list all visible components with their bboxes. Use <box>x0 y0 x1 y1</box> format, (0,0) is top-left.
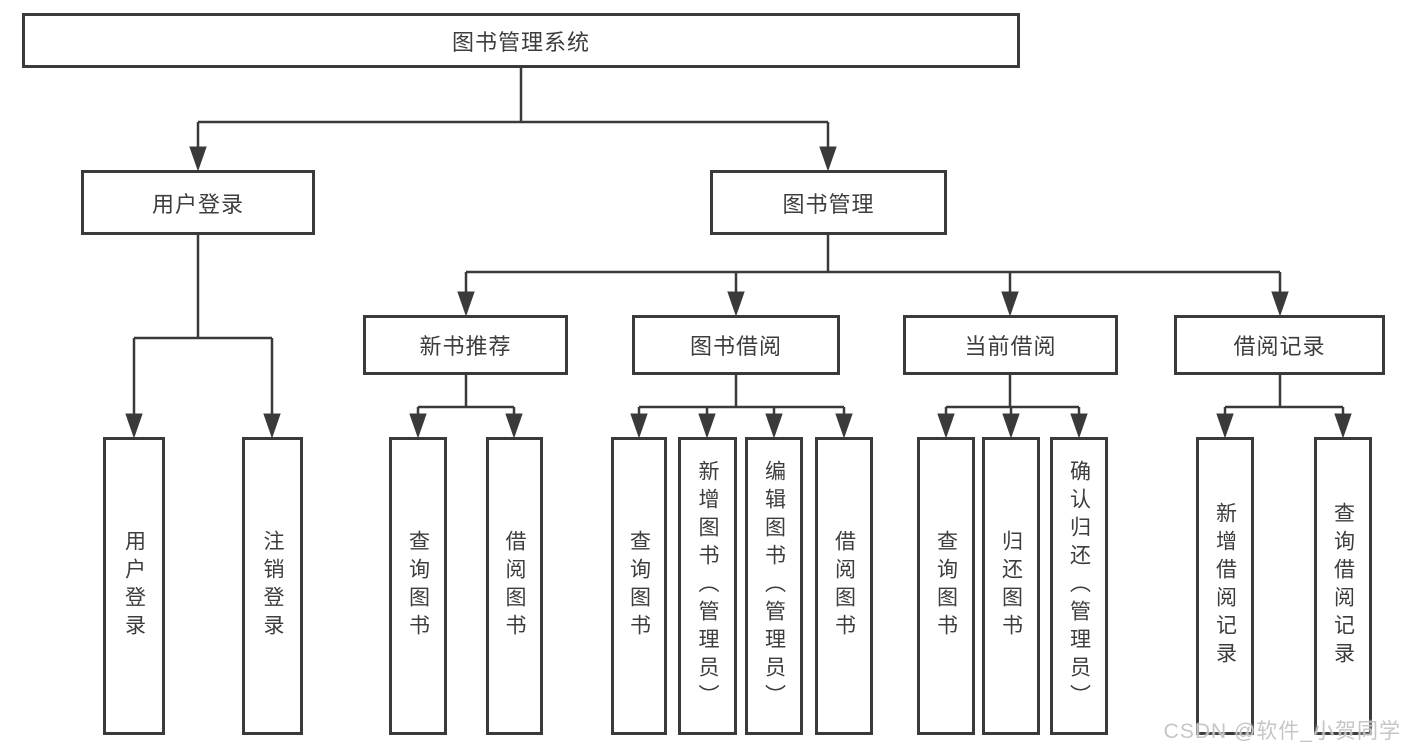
node-current-borrowing-label: 当前借阅 <box>964 334 1057 359</box>
leaf-borrow-books-borrowing-label: 借阅图书 <box>832 530 856 642</box>
leaf-query-books-current: 查询图书 <box>917 437 975 735</box>
leaf-logout-label: 注销登录 <box>261 530 285 642</box>
leaf-query-borrow-record: 查询借阅记录 <box>1314 437 1372 735</box>
node-user-login: 用户登录 <box>81 170 315 235</box>
leaf-add-book-admin-label: 新增图书（管理员） <box>696 460 720 712</box>
connector-root-to-level2 <box>189 68 837 172</box>
leaf-return-books-label: 归还图书 <box>999 530 1023 642</box>
node-borrowing-records-label: 借阅记录 <box>1233 334 1326 359</box>
leaf-confirm-return-admin: 确认归还（管理员） <box>1050 437 1108 735</box>
connector-book-management-to-sections <box>457 235 1289 317</box>
leaf-query-books-borrowing: 查询图书 <box>611 437 667 735</box>
node-root: 图书管理系统 <box>22 13 1020 68</box>
node-borrowing-records: 借阅记录 <box>1174 315 1385 375</box>
connector-borrowing-records-to-children <box>1216 375 1352 439</box>
connector-user-login-to-children <box>125 235 281 439</box>
node-user-login-label: 用户登录 <box>151 191 244 217</box>
leaf-logout: 注销登录 <box>242 437 303 735</box>
leaf-user-login-label: 用户登录 <box>122 530 146 642</box>
connector-book-borrowing-to-children <box>630 375 853 439</box>
leaf-add-borrow-record: 新增借阅记录 <box>1196 437 1254 735</box>
leaf-query-books-borrowing-label: 查询图书 <box>627 530 651 642</box>
node-current-borrowing: 当前借阅 <box>903 315 1118 375</box>
node-book-management: 图书管理 <box>710 170 947 235</box>
leaf-return-books: 归还图书 <box>982 437 1040 735</box>
leaf-user-login: 用户登录 <box>103 437 165 735</box>
leaf-confirm-return-admin-label: 确认归还（管理员） <box>1067 460 1091 712</box>
node-new-book-recommend: 新书推荐 <box>363 315 568 375</box>
leaf-query-borrow-record-label: 查询借阅记录 <box>1331 502 1355 670</box>
leaf-borrow-books-recommend: 借阅图书 <box>486 437 543 735</box>
node-book-borrowing-label: 图书借阅 <box>689 334 782 359</box>
connector-current-borrowing-to-children <box>937 375 1088 439</box>
leaf-add-borrow-record-label: 新增借阅记录 <box>1213 502 1237 670</box>
node-new-book-recommend-label: 新书推荐 <box>419 334 512 359</box>
leaf-edit-book-admin-label: 编辑图书（管理员） <box>762 460 786 712</box>
leaf-query-books-recommend: 查询图书 <box>389 437 447 735</box>
leaf-query-books-recommend-label: 查询图书 <box>406 530 430 642</box>
node-book-management-label: 图书管理 <box>782 191 875 217</box>
leaf-edit-book-admin: 编辑图书（管理员） <box>745 437 803 735</box>
node-root-label: 图书管理系统 <box>451 29 590 55</box>
leaf-add-book-admin: 新增图书（管理员） <box>678 437 737 735</box>
node-book-borrowing: 图书借阅 <box>632 315 840 375</box>
csdn-watermark: CSDN @软件_小贺同学 <box>1163 720 1401 743</box>
leaf-borrow-books-recommend-label: 借阅图书 <box>503 530 527 642</box>
connector-new-book-recommend-to-children <box>409 375 523 439</box>
leaf-borrow-books-borrowing: 借阅图书 <box>815 437 873 735</box>
leaf-query-books-current-label: 查询图书 <box>934 530 958 642</box>
